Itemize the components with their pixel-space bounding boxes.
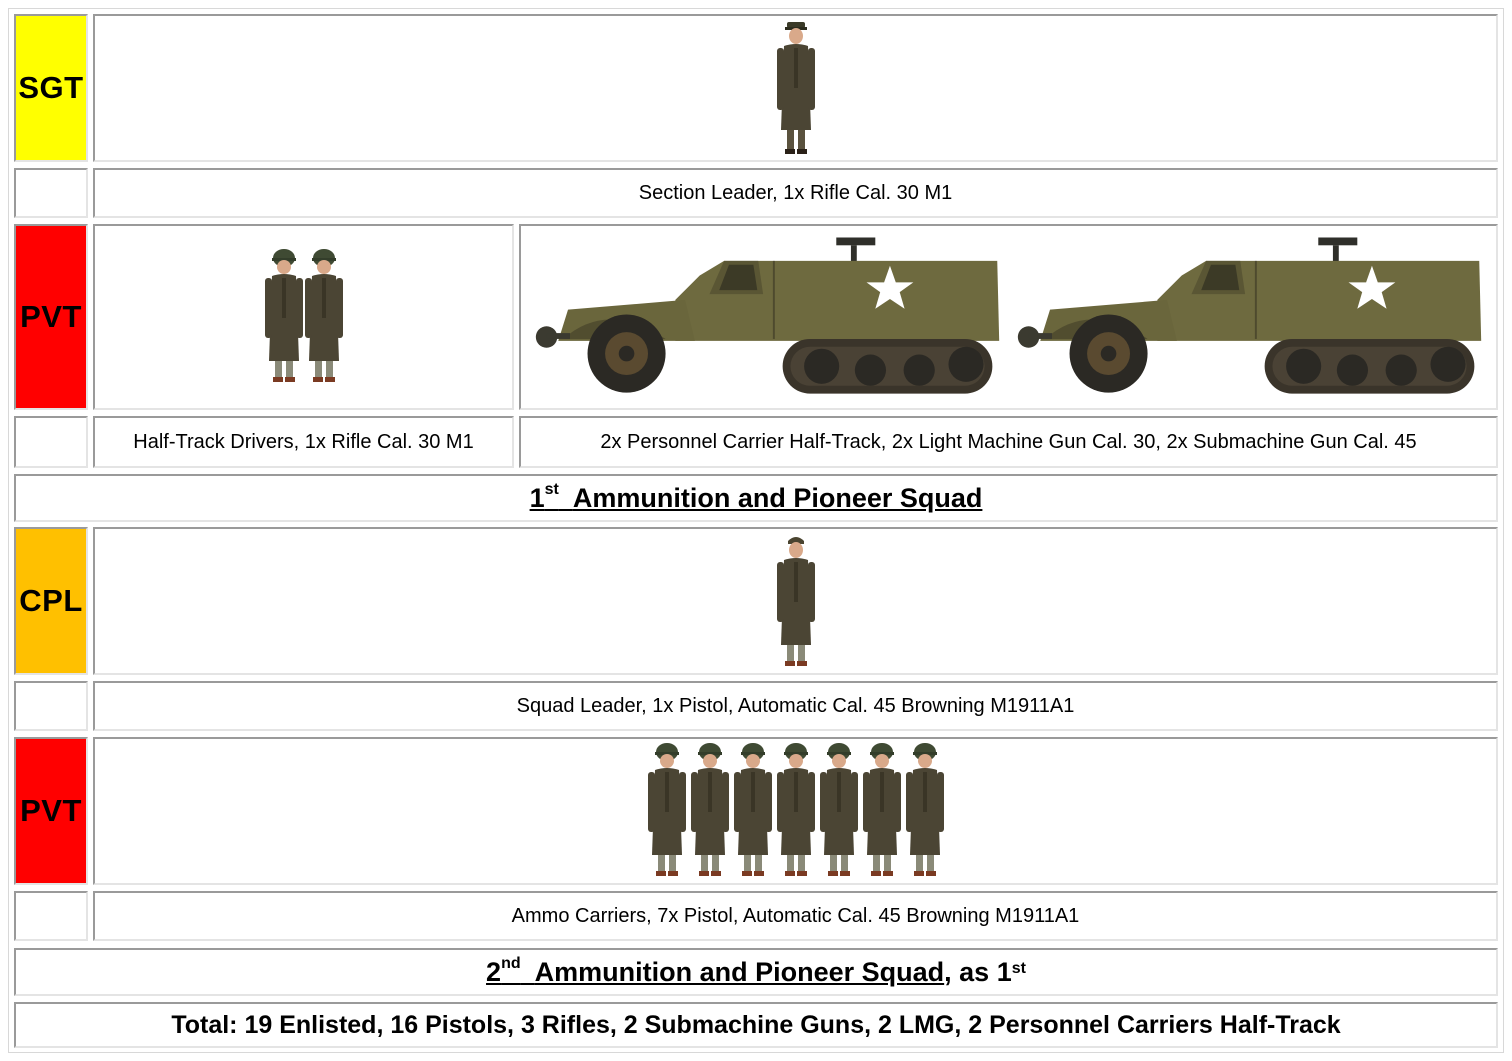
section-leader-figure-cell — [93, 14, 1498, 162]
heading-1st-squad: 1st Ammunition and Pioneer Squad — [14, 474, 1498, 522]
ammo-carrier-figure-1 — [647, 741, 687, 881]
rank-pvt-ammo-carriers: PVT — [14, 737, 88, 885]
ammo-carrier-figure-4 — [776, 741, 816, 881]
ammo-carriers-figure-cell — [93, 737, 1498, 885]
halftrack-vehicle-1 — [529, 231, 1007, 403]
squad-leader-figure-cell — [93, 527, 1498, 675]
heading-2nd-suffix-sup: st — [1011, 960, 1026, 977]
blank-cell — [14, 168, 88, 218]
blank-cell — [14, 891, 88, 941]
ammo-carrier-figure-2 — [690, 741, 730, 881]
ammo-carrier-figure-3 — [733, 741, 773, 881]
ammo-carriers-caption: Ammo Carriers, 7x Pistol, Automatic Cal.… — [93, 891, 1498, 941]
rank-cpl: CPL — [14, 527, 88, 675]
rank-sgt: SGT — [14, 14, 88, 162]
section-leader-figure — [775, 18, 817, 158]
section-leader-caption: Section Leader, 1x Rifle Cal. 30 M1 — [93, 168, 1498, 218]
drivers-figure-cell — [93, 224, 514, 410]
ammo-carrier-figure-5 — [819, 741, 859, 881]
drivers-caption: Half-Track Drivers, 1x Rifle Cal. 30 M1 — [93, 416, 514, 468]
heading-1st-number: 1 — [529, 482, 545, 513]
ammo-carrier-figure-7 — [905, 741, 945, 881]
heading-2nd-title: Ammunition and Pioneer Squad — [534, 956, 945, 987]
ammo-carrier-figure-6 — [862, 741, 902, 881]
blank-cell — [14, 681, 88, 731]
heading-1st-sup: st — [544, 480, 559, 498]
halftracks-caption: 2x Personnel Carrier Half-Track, 2x Ligh… — [519, 416, 1498, 468]
total-summary: Total: 19 Enlisted, 16 Pistols, 3 Rifles… — [14, 1002, 1498, 1048]
squad-leader-figure — [775, 531, 817, 671]
halftrack-vehicle-2 — [1011, 231, 1489, 403]
rank-pvt-drivers: PVT — [14, 224, 88, 410]
halftracks-cell — [519, 224, 1498, 410]
blank-cell — [14, 416, 88, 468]
squad-leader-caption: Squad Leader, 1x Pistol, Automatic Cal. … — [93, 681, 1498, 731]
heading-2nd-sup: nd — [501, 954, 521, 972]
driver-figure-1 — [264, 247, 304, 387]
driver-figure-2 — [304, 247, 344, 387]
heading-2nd-suffix: , as 1 — [944, 956, 1012, 987]
heading-1st-title: Ammunition and Pioneer Squad — [572, 482, 983, 513]
heading-2nd-number: 2 — [486, 956, 502, 987]
diagram-frame — [8, 8, 1504, 1053]
